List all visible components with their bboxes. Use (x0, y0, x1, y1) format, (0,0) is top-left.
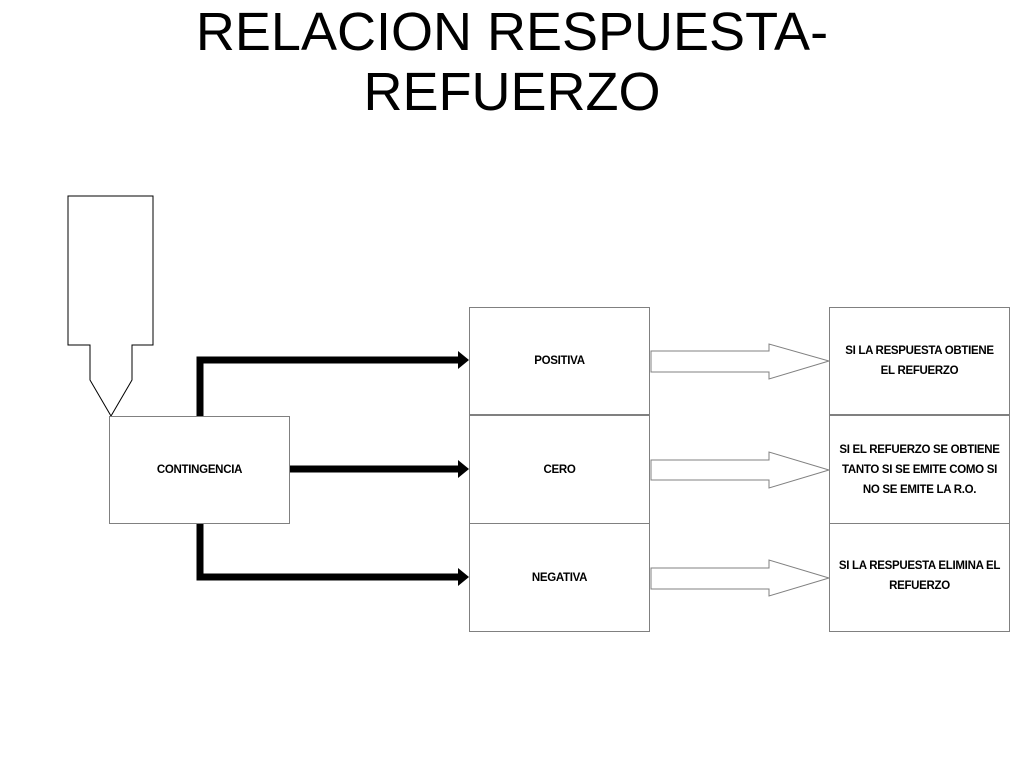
outcome-negativa-line-2: REFUERZO (889, 580, 950, 592)
node-positiva: POSITIVA (469, 307, 650, 415)
page-title: RELACION RESPUESTA- REFUERZO (0, 2, 1024, 122)
connector-positiva-arrowhead (458, 351, 469, 369)
outcome-arrow-negativa (650, 559, 831, 597)
outcome-positiva-line-2: EL REFUERZO (880, 365, 959, 377)
node-negativa-label: NEGATIVA (531, 571, 588, 584)
outcome-arrow-positiva (650, 343, 831, 380)
node-contingencia-label: CONTINGENCIA (156, 464, 243, 476)
node-negativa: NEGATIVA (469, 523, 650, 632)
node-cero: CERO (469, 415, 650, 524)
node-cero-label: CERO (543, 463, 576, 476)
outcome-cero-line-3: NO SE EMITE LA R.O. (862, 483, 977, 496)
title-line-1: RELACION RESPUESTA- (195, 2, 829, 62)
outcome-negativa: SI LA RESPUESTA ELIMINA EL REFUERZO (829, 523, 1010, 632)
title-line-2: REFUERZO (363, 62, 661, 122)
input-down-arrow (67, 195, 154, 417)
outcome-negativa-line-1: SI LA RESPUESTA ELIMINA EL (838, 560, 1001, 572)
outcome-cero-line-2: TANTO SI SE EMITE COMO SI (841, 463, 997, 476)
outcome-positiva: SI LA RESPUESTA OBTIENE EL REFUERZO (829, 307, 1010, 415)
node-contingencia: CONTINGENCIA (109, 416, 290, 524)
node-positiva-label: POSITIVA (534, 355, 585, 367)
outcome-cero: SI EL REFUERZO SE OBTIENE TANTO SI SE EM… (829, 415, 1010, 524)
outcome-positiva-line-1: SI LA RESPUESTA OBTIENE (845, 345, 994, 357)
connector-positiva (196, 356, 460, 416)
outcome-arrow-cero (650, 451, 831, 489)
connector-cero-arrowhead (458, 460, 469, 478)
outcome-cero-line-1: SI EL REFUERZO SE OBTIENE (839, 443, 1000, 456)
connector-negativa (196, 524, 460, 581)
connector-negativa-arrowhead (458, 568, 469, 586)
